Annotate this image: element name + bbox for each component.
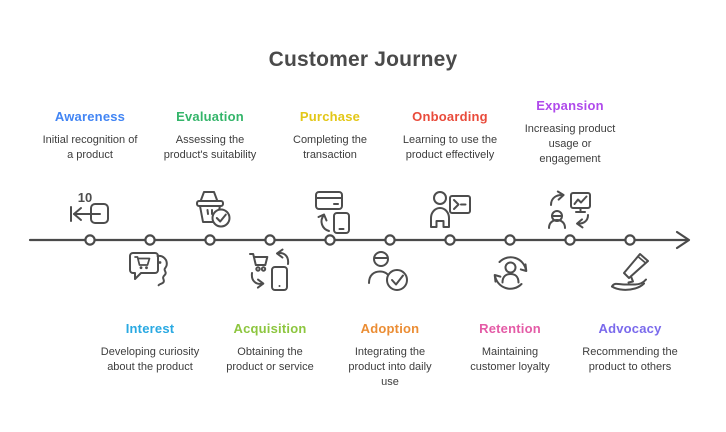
- basket-check-icon: [196, 191, 231, 228]
- timeline-node: [204, 234, 216, 246]
- stage-label: Acquisition: [233, 321, 307, 336]
- growth-monitor-icon: [548, 190, 591, 229]
- stage-label: Adoption: [360, 321, 420, 336]
- stage-description: Initial recognition of a product: [42, 134, 138, 161]
- stage-retention: Retention Maintaining customer loyalty: [445, 321, 575, 375]
- card-phone-pay-icon: [315, 191, 350, 234]
- timeline-node: [144, 234, 156, 246]
- timeline-node: [384, 234, 396, 246]
- timeline-node: [84, 234, 96, 246]
- timeline-node: [444, 234, 456, 246]
- timeline-node: [504, 234, 516, 246]
- arrowhead-icon: [675, 230, 691, 250]
- chat-cart-icon: [129, 252, 168, 287]
- stage-advocacy: Advocacy Recommending the product to oth…: [565, 321, 695, 375]
- stage-interest: Interest Developing curiosity about the …: [85, 321, 215, 375]
- rewind-10-icon: 10: [70, 190, 109, 224]
- stage-description: Increasing product usage or engagement: [524, 123, 616, 165]
- svg-text:10: 10: [78, 190, 92, 205]
- person-terminal-icon: [430, 191, 471, 228]
- stage-expansion: Expansion Increasing product usage or en…: [505, 98, 635, 167]
- person-cycle-icon: [493, 256, 528, 290]
- timeline-node: [624, 234, 636, 246]
- stage-label: Awareness: [54, 109, 126, 124]
- stage-description: Integrating the product into daily use: [348, 346, 432, 388]
- timeline-node: [264, 234, 276, 246]
- megaphone-hand-icon: [611, 253, 649, 291]
- stage-evaluation: Evaluation Assessing the product's suita…: [145, 109, 275, 163]
- stage-onboarding: Onboarding Learning to use the product e…: [385, 109, 515, 163]
- stage-description: Recommending the product to others: [582, 346, 678, 373]
- page-title: Customer Journey: [268, 48, 458, 71]
- stage-acquisition: Acquisition Obtaining the product or ser…: [205, 321, 335, 375]
- stage-purchase: Purchase Completing the transaction: [265, 109, 395, 163]
- stage-awareness: Awareness Initial recognition of a produ…: [25, 109, 155, 163]
- stage-description: Developing curiosity about the product: [100, 346, 200, 373]
- timeline-node: [324, 234, 336, 246]
- stage-label: Advocacy: [598, 321, 662, 336]
- journey-timeline: [28, 230, 691, 250]
- stage-description: Obtaining the product or service: [226, 346, 314, 373]
- stage-description: Assessing the product's suitability: [163, 134, 257, 161]
- stage-description: Learning to use the product effectively: [402, 134, 498, 161]
- stage-label: Expansion: [536, 98, 604, 113]
- stage-label: Retention: [479, 321, 541, 336]
- timeline-node: [564, 234, 576, 246]
- person-check-icon: [368, 251, 408, 291]
- stage-description: Maintaining customer loyalty: [470, 346, 550, 373]
- stage-label: Onboarding: [412, 109, 488, 124]
- stage-adoption: Adoption Integrating the product into da…: [325, 321, 455, 390]
- stage-label: Interest: [125, 321, 175, 336]
- stage-description: Completing the transaction: [293, 134, 367, 161]
- cart-phone-exchange-icon: [249, 248, 290, 291]
- stage-label: Evaluation: [176, 109, 244, 124]
- stage-label: Purchase: [299, 109, 361, 124]
